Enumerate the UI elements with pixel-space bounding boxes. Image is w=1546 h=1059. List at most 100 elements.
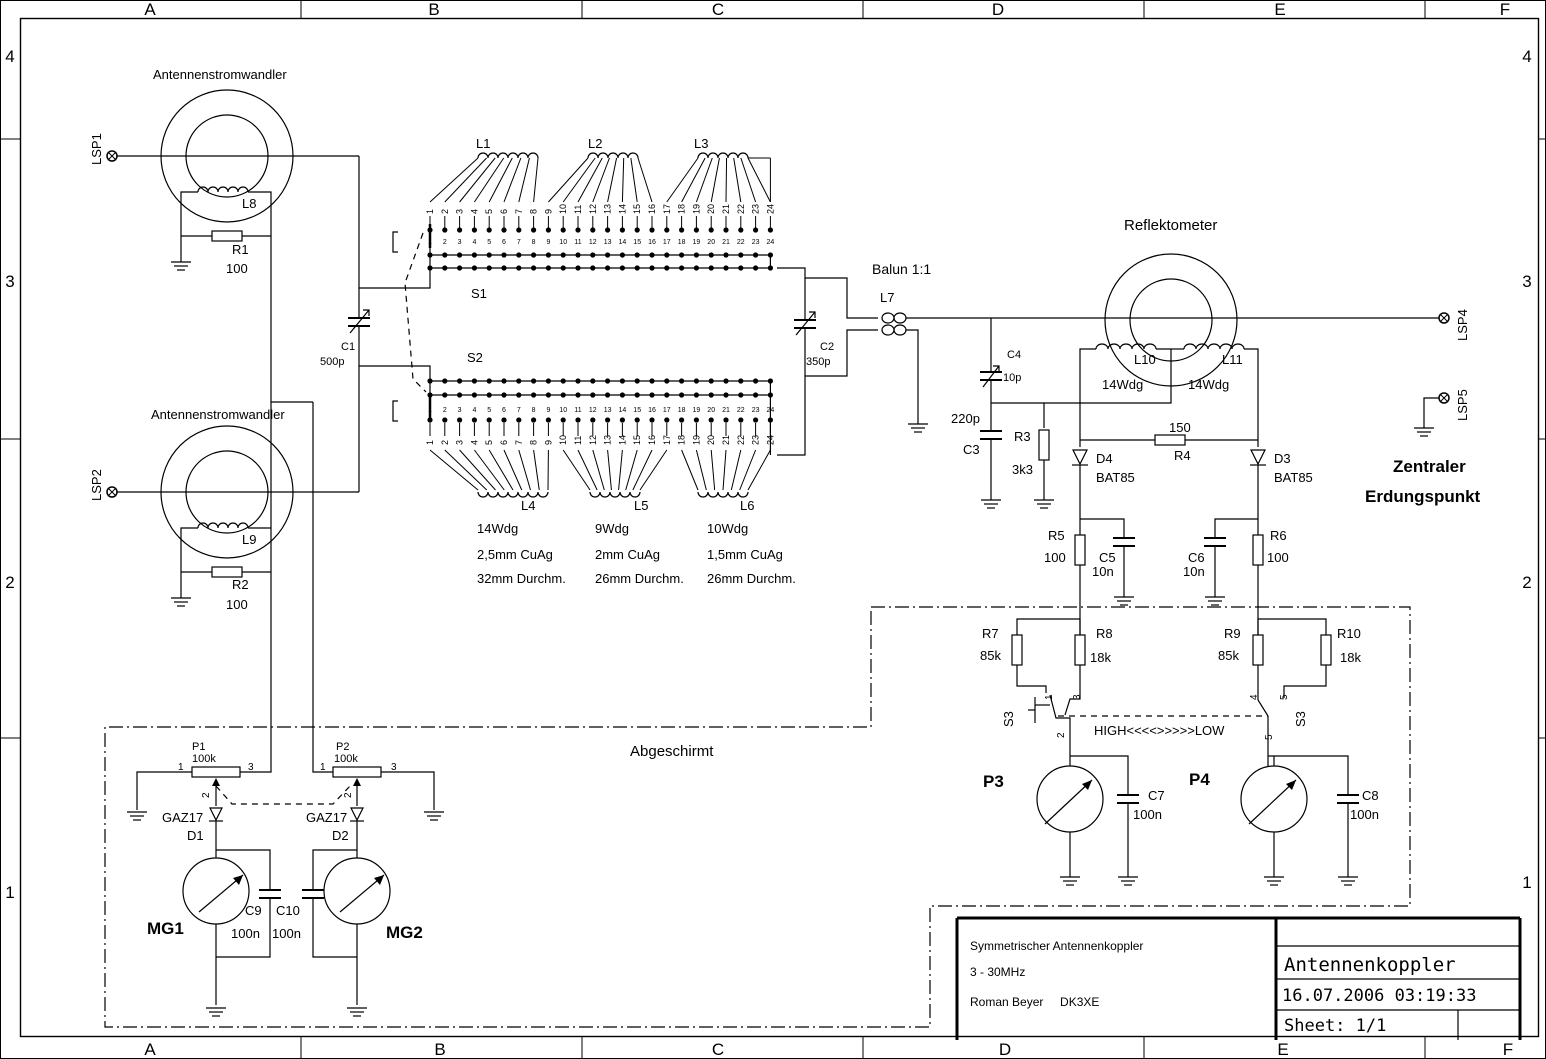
tap-number-outer: 5 (484, 209, 494, 214)
p2-value: 100k (334, 753, 358, 765)
tap-number: 10 (559, 407, 567, 414)
contact-dot (531, 227, 537, 233)
contact-dot (545, 417, 552, 423)
tap-number-outer: 3 (455, 440, 465, 445)
tap-number: 16 (648, 407, 656, 414)
contact-dot (693, 227, 700, 233)
l5-label: L5 (634, 498, 648, 513)
tap-number-outer: 1 (425, 209, 435, 214)
r2-value: 100 (226, 597, 248, 612)
tap-wire (562, 449, 591, 491)
tap-number-outer: 20 (706, 435, 716, 445)
row-label-right: 4 (1522, 47, 1531, 66)
contact-dot (590, 227, 596, 233)
tap-number: 19 (693, 239, 701, 246)
r4-label: R4 (1174, 448, 1191, 463)
tap-number: 20 (707, 407, 715, 414)
tap-number: 13 (604, 239, 612, 246)
p2-pin: 1 (320, 762, 326, 773)
current-transformer-1 (112, 89, 359, 705)
p3-label: P3 (983, 772, 1004, 791)
tap-number-outer: 15 (632, 204, 642, 214)
d3-label: D3 (1274, 451, 1291, 466)
c9-label: C9 (245, 903, 262, 918)
tap-number: 23 (752, 239, 760, 246)
tap-number: 6 (502, 239, 506, 246)
contact-dot (679, 227, 685, 233)
tap-number-outer: 9 (543, 209, 553, 214)
tap-wire (637, 157, 653, 203)
c7-label: C7 (1148, 788, 1165, 803)
contact-dot (531, 417, 537, 423)
capacitor-c4-c3 (980, 318, 1044, 509)
l1-label: L1 (476, 136, 490, 151)
tap-wire (695, 157, 713, 203)
resistor-r4 (1080, 434, 1258, 446)
tap-number: 5 (487, 239, 491, 246)
tap-number-outer: 21 (721, 204, 731, 214)
contact-dot (723, 227, 729, 233)
diode-d1 (209, 807, 223, 858)
r5-label: R5 (1048, 528, 1065, 543)
tap-wire (533, 449, 540, 491)
s3-label-right: S3 (1293, 711, 1308, 727)
tap-number: 4 (472, 239, 476, 246)
tap-wire (625, 449, 638, 491)
contact-dot (605, 227, 611, 233)
tap-wire (459, 157, 496, 203)
c4-value: 10p (1003, 372, 1021, 384)
col-label-bottom: E (1277, 1040, 1288, 1059)
r3-value: 3k3 (1012, 462, 1033, 477)
tap-number: 13 (604, 407, 612, 414)
tap-number: 10 (559, 239, 567, 246)
r10-label: R10 (1337, 626, 1361, 641)
tap-number-outer: 20 (706, 204, 716, 214)
tap-number-outer: 2 (440, 209, 450, 214)
tap-number-outer: 7 (514, 440, 524, 445)
ground-symbol (171, 597, 191, 607)
tap-wire (725, 157, 728, 203)
tap-wire (722, 449, 727, 491)
r6-label: R6 (1270, 528, 1287, 543)
knob-s2 (392, 400, 398, 422)
s3-label-left: S3 (1001, 711, 1016, 727)
tap-wire (577, 449, 598, 491)
l11-value: 14Wdg (1188, 377, 1229, 392)
contact-dot (457, 227, 463, 233)
l6-turns: 10Wdg (707, 521, 748, 536)
tap-wire (681, 449, 699, 491)
tap-number-outer: 12 (588, 435, 598, 445)
tap-number-outer: 23 (751, 435, 761, 445)
tap-number-outer: 22 (736, 204, 746, 214)
s2-label: S2 (467, 350, 483, 365)
r5-value: 100 (1044, 550, 1066, 565)
current-transformer-2 (112, 425, 359, 598)
meter-p4 (1240, 755, 1359, 886)
contact-dot (442, 417, 448, 423)
ct2-label: Antennenstromwandler (151, 407, 285, 422)
tap-number: 17 (663, 239, 671, 246)
lsp1-label: LSP1 (89, 133, 104, 165)
p1-label: P1 (192, 741, 205, 753)
contact-dot (486, 227, 492, 233)
knob-s1 (392, 231, 398, 253)
r7-value: 85k (980, 648, 1001, 663)
tap-number-outer: 11 (573, 205, 583, 214)
tap-wire (747, 157, 771, 203)
tap-wire (488, 449, 514, 491)
balun-l7 (881, 312, 1444, 424)
tap-number: 20 (707, 239, 715, 246)
tap-number: 3 (458, 407, 462, 414)
contact-dot (590, 417, 596, 423)
l10-label: L10 (1134, 352, 1156, 367)
d2-label: D2 (332, 828, 349, 843)
r4-value: 150 (1169, 420, 1191, 435)
tap-number: 3 (458, 239, 462, 246)
col-label-top: A (144, 0, 156, 19)
col-label-bottom: B (434, 1040, 445, 1059)
tap-number: 18 (678, 239, 686, 246)
tap-number: 16 (648, 239, 656, 246)
title-project: Symmetrischer Antennenkoppler (970, 939, 1143, 953)
